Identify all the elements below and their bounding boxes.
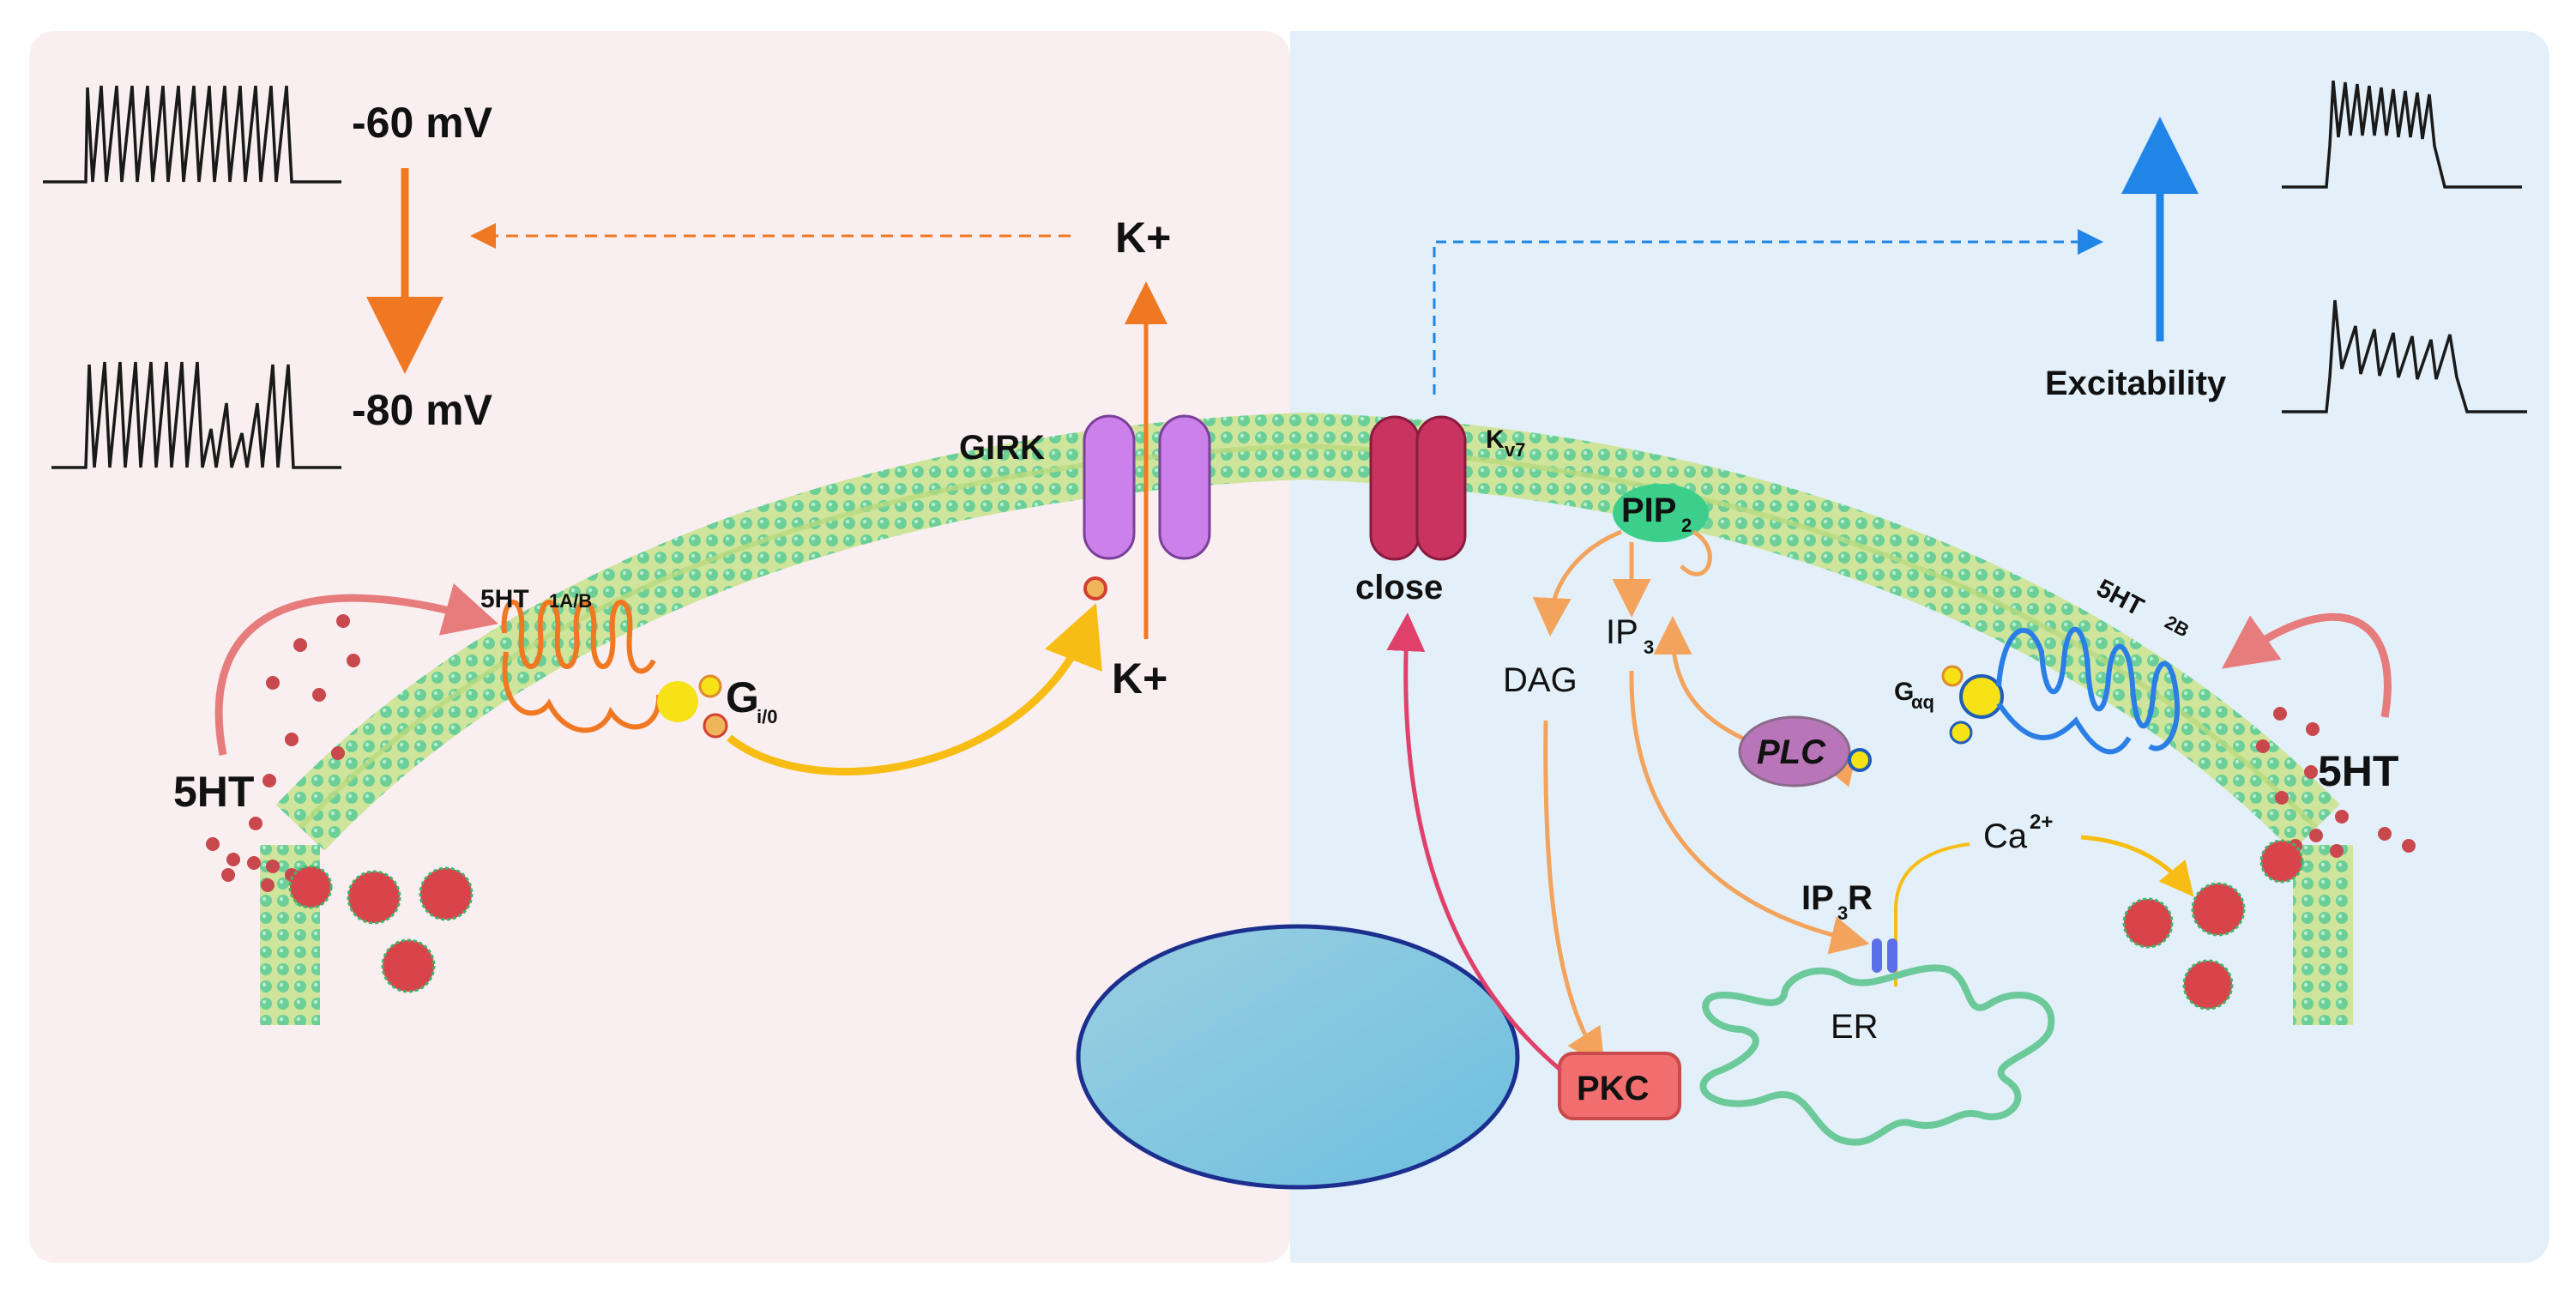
receptor-left-sub: 1A/B [549, 590, 592, 612]
trace-neg80 [51, 361, 341, 469]
serotonin-right-arrow [2221, 612, 2392, 718]
gq-protein [1941, 665, 2004, 745]
nucleus [1076, 924, 1520, 1190]
pip2-main-label: PIP [1621, 492, 1676, 529]
ca-sup-label: 2+ [2030, 811, 2053, 834]
left-panel [29, 31, 1290, 1263]
receptor-left-main: 5HT [480, 585, 529, 613]
gi-main-label: G [726, 673, 759, 721]
pkc-box [1558, 1052, 1681, 1120]
gi-sub-label: i/0 [757, 706, 777, 727]
serotonin-left-arrow [214, 582, 499, 756]
ip3r-channel [1872, 938, 1897, 973]
pkc-label: PKC [1577, 1070, 1649, 1107]
signaling-arrows [1532, 529, 1870, 1068]
k-in-label: K+ [1112, 655, 1167, 703]
ip3r-b-label: R [1848, 879, 1873, 917]
ip3-sub-label: 3 [1644, 636, 1654, 658]
er-label: ER [1831, 1008, 1879, 1046]
plc-bound-dot [1848, 748, 1872, 772]
excitability-label: Excitability [2045, 365, 2227, 402]
gi-protein [657, 674, 728, 739]
ca-efflux-line [1894, 842, 1970, 986]
kv7-channel [1369, 415, 1467, 561]
pkc-to-kv7-arrow [1386, 612, 1563, 1072]
gq-sub-label: αq [1911, 691, 1934, 713]
kv7-main-label: K [1486, 425, 1505, 454]
ip3r-sub-label: 3 [1837, 902, 1848, 924]
plc-blob [1738, 715, 1851, 787]
gi-to-girk-arrow [727, 602, 1102, 776]
plc-label: PLC [1757, 733, 1826, 771]
gq-main-label: G [1894, 678, 1914, 706]
girk-label: GIRK [959, 429, 1045, 467]
voltage-high-label: -60 mV [352, 99, 493, 147]
pip2-sub-label: 2 [1681, 515, 1692, 536]
close-label: close [1355, 569, 1443, 606]
girk-channel [1083, 414, 1211, 560]
serotonin-left-label: 5HT [173, 768, 254, 816]
dag-label: DAG [1503, 661, 1578, 699]
voltage-low-label: -80 mV [352, 386, 493, 434]
ca-release-arrow [2080, 835, 2194, 897]
girk-bound-dot [1083, 576, 1107, 600]
ca-main-label: Ca [1983, 817, 2028, 855]
kv7-dashed-arrow [1433, 229, 2103, 395]
trace-bottom-right [2282, 299, 2527, 413]
k-out-label: K+ [1115, 214, 1171, 262]
ip3r-a-label: IP [1801, 879, 1834, 917]
kv7-sub-label: v7 [1505, 439, 1525, 461]
ip3-main-label: IP [1606, 613, 1638, 651]
right-panel [1290, 31, 2549, 1263]
serotonin-dots-left [206, 614, 360, 892]
pip2-blob [1613, 484, 1709, 542]
trace-neg60 [43, 85, 341, 184]
vesicles-left [288, 865, 474, 993]
endoplasmic-reticulum [1699, 964, 2055, 1146]
trace-top-right [2282, 80, 2522, 189]
receptor-5ht2b [1996, 626, 2181, 755]
vesicles-right [2122, 839, 2304, 1010]
receptor-5ht1ab [501, 600, 662, 733]
serotonin-right-label: 5HT [2318, 747, 2398, 795]
